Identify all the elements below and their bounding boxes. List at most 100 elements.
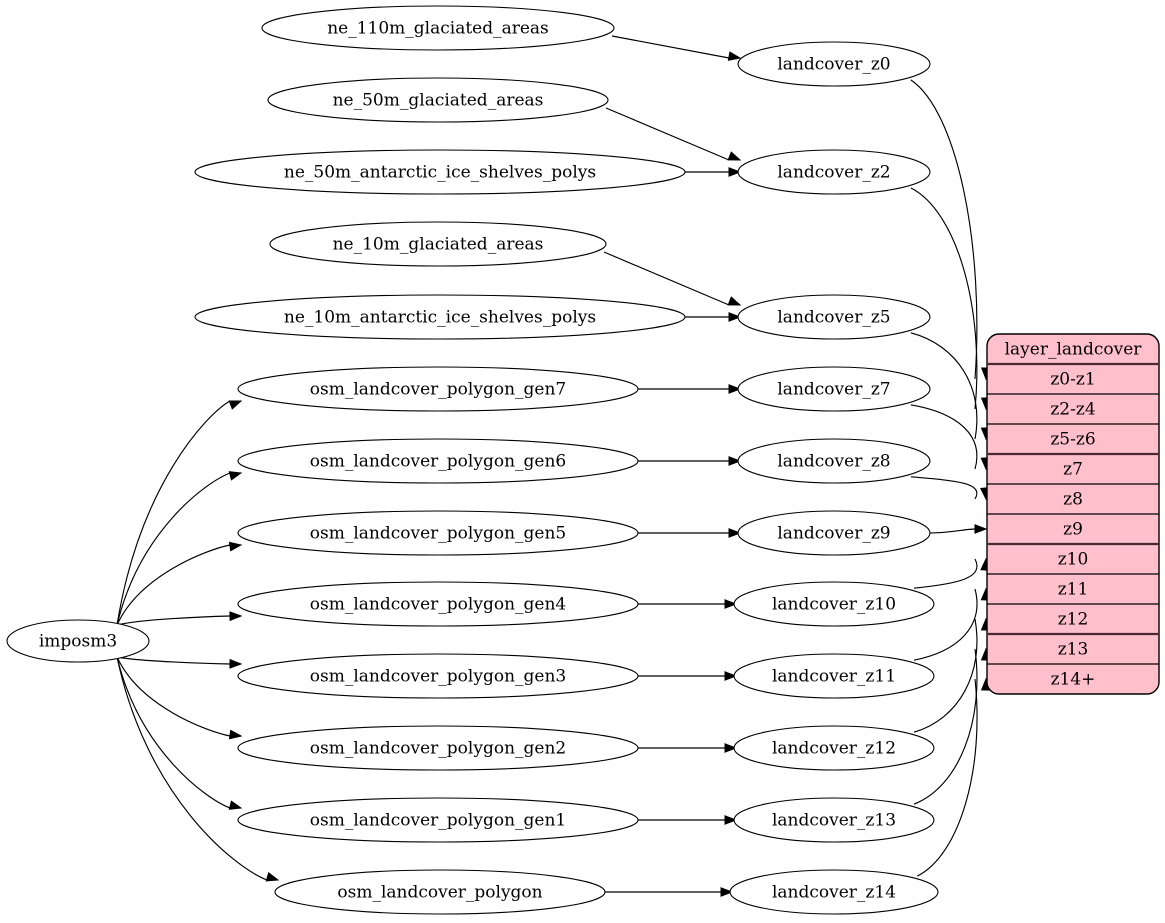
table-row-label: z5-z6 [1050, 430, 1095, 450]
table-row[interactable]: z14+ [987, 664, 1159, 694]
node-ne_10m_antarctic_ice_shelves_polys[interactable]: ne_10m_antarctic_ice_shelves_polys [194, 294, 686, 340]
edge-landcover_z9-to-table-row-5 [928, 524, 988, 534]
edge-osm_landcover_polygon_gen3-to-landcover_z11 [636, 671, 738, 681]
table-row[interactable]: z10 [987, 544, 1159, 574]
edge-imposm3-to-osm_landcover_polygon_gen6 [116, 471, 243, 626]
arrow-head-icon [228, 729, 243, 740]
node-label: ne_50m_antarctic_ice_shelves_polys [284, 163, 596, 183]
table-row-label: z12 [1058, 610, 1089, 630]
edge-line [116, 656, 231, 737]
edge-imposm3-to-osm_landcover_polygon_gen1 [116, 656, 243, 810]
table-row[interactable]: z0-z1 [987, 364, 1159, 394]
edge-line [913, 558, 978, 589]
node-shape [733, 653, 935, 699]
edge-line [910, 79, 978, 380]
node-landcover_z5[interactable]: landcover_z5 [737, 294, 931, 340]
edge-line [116, 400, 231, 626]
node-shape [274, 869, 606, 915]
table-header-label: layer_landcover [1005, 340, 1143, 360]
node-label: osm_landcover_polygon_gen1 [310, 811, 566, 831]
node-label: osm_landcover_polygon_gen3 [310, 667, 566, 687]
node-landcover_z13[interactable]: landcover_z13 [733, 797, 935, 843]
node-osm_landcover_polygon_gen1[interactable]: osm_landcover_polygon_gen1 [237, 797, 639, 843]
edge-osm_landcover_polygon_gen6-to-landcover_z8 [636, 456, 742, 466]
node-landcover_z14[interactable]: landcover_z14 [729, 869, 939, 915]
arrow-head-icon [727, 151, 742, 161]
edge-osm_landcover_polygon_gen5-to-landcover_z9 [636, 528, 742, 538]
table-row[interactable]: z2-z4 [987, 394, 1159, 424]
node-osm_landcover_polygon_gen7[interactable]: osm_landcover_polygon_gen7 [237, 366, 639, 412]
node-shape [237, 510, 639, 556]
node-landcover_z8[interactable]: landcover_z8 [737, 438, 931, 484]
edge-ne110m-to-z0 [611, 35, 742, 61]
node-label: landcover_z2 [777, 163, 890, 183]
node-osm_landcover_polygon_gen6[interactable]: osm_landcover_polygon_gen6 [237, 438, 639, 484]
node-landcover_z10[interactable]: landcover_z10 [733, 581, 935, 627]
edge-line [910, 404, 978, 470]
arrow-head-icon [229, 658, 243, 669]
arrow-head-icon [728, 167, 742, 177]
node-shape [194, 149, 686, 195]
node-label: landcover_z10 [772, 595, 896, 615]
edge-ne50m-antarctic-to-z2 [683, 167, 742, 177]
nodes-layer: imposm3 ne_110m_glaciated_areas ne_50m_gla… [6, 5, 939, 915]
table-row-label: z9 [1063, 520, 1083, 540]
table-row-label: z10 [1058, 550, 1089, 570]
table-row[interactable]: z7 [987, 454, 1159, 484]
node-landcover_z7[interactable]: landcover_z7 [737, 366, 931, 412]
node-landcover_z12[interactable]: landcover_z12 [733, 725, 935, 771]
table-row-label: z11 [1058, 580, 1089, 600]
node-label: landcover_z11 [772, 667, 896, 687]
table-row-label: z13 [1058, 640, 1089, 660]
node-label: ne_10m_glaciated_areas [333, 235, 544, 255]
node-ne_50m_glaciated_areas[interactable]: ne_50m_glaciated_areas [267, 77, 609, 123]
edge-imposm3-to-osm_landcover_polygon_gen2 [116, 656, 243, 740]
node-shape [737, 294, 931, 340]
edge-imposm3-to-osm_landcover_polygon_gen3 [116, 656, 243, 669]
node-landcover_z2[interactable]: landcover_z2 [737, 149, 931, 195]
node-imposm3[interactable]: imposm3 [6, 619, 150, 663]
node-osm_landcover_polygon_gen2[interactable]: osm_landcover_polygon_gen2 [237, 725, 639, 771]
edge-osm_landcover_polygon-to-landcover_z14 [603, 887, 734, 897]
table-row-label: z0-z1 [1050, 370, 1095, 390]
node-label: landcover_z12 [772, 739, 896, 759]
table-row[interactable]: z9 [987, 514, 1159, 544]
node-shape [737, 510, 931, 556]
node-label: landcover_z5 [777, 308, 890, 328]
node-osm_landcover_polygon[interactable]: osm_landcover_polygon [274, 869, 606, 915]
node-osm_landcover_polygon_gen4[interactable]: osm_landcover_polygon_gen4 [237, 581, 639, 627]
node-label: imposm3 [39, 632, 117, 652]
node-osm_landcover_polygon_gen3[interactable]: osm_landcover_polygon_gen3 [237, 653, 639, 699]
table-row[interactable]: z8 [987, 484, 1159, 514]
node-shape [194, 294, 686, 340]
edge-osm_landcover_polygon_gen7-to-landcover_z7 [636, 384, 742, 394]
edge-imposm3-to-osm_landcover_polygon_gen4 [116, 611, 243, 626]
node-landcover_z0[interactable]: landcover_z0 [737, 41, 931, 87]
node-label: landcover_z13 [772, 811, 896, 831]
node-ne_10m_glaciated_areas[interactable]: ne_10m_glaciated_areas [269, 221, 607, 267]
edge-osm_landcover_polygon_gen1-to-landcover_z13 [636, 815, 738, 825]
node-label: osm_landcover_polygon_gen2 [310, 739, 566, 759]
table-row[interactable]: z5-z6 [987, 424, 1159, 454]
arrow-head-icon [728, 312, 742, 322]
arrow-head-icon [727, 296, 742, 306]
table-row[interactable]: z13 [987, 634, 1159, 664]
node-label: osm_landcover_polygon [337, 883, 542, 903]
edge-line [605, 107, 730, 161]
table-row-label: z8 [1063, 490, 1083, 510]
edge-landcover_z14-to-table-row-10 [916, 677, 991, 877]
node-ne_50m_antarctic_ice_shelves_polys[interactable]: ne_50m_antarctic_ice_shelves_polys [194, 149, 686, 195]
table-row[interactable]: z11 [987, 574, 1159, 604]
node-ne_110m_glaciated_areas[interactable]: ne_110m_glaciated_areas [261, 5, 615, 51]
node-shape [733, 581, 935, 627]
node-landcover_z11[interactable]: landcover_z11 [733, 653, 935, 699]
node-shape [269, 221, 607, 267]
arrow-head-icon [728, 528, 742, 538]
node-label: landcover_z14 [772, 883, 896, 903]
table-row[interactable]: z12 [987, 604, 1159, 634]
node-osm_landcover_polygon_gen5[interactable]: osm_landcover_polygon_gen5 [237, 510, 639, 556]
edge-landcover_z2-to-table-row-1 [910, 187, 991, 411]
arrow-head-icon [720, 887, 734, 897]
node-landcover_z9[interactable]: landcover_z9 [737, 510, 931, 556]
table-row-label: z7 [1063, 460, 1083, 480]
